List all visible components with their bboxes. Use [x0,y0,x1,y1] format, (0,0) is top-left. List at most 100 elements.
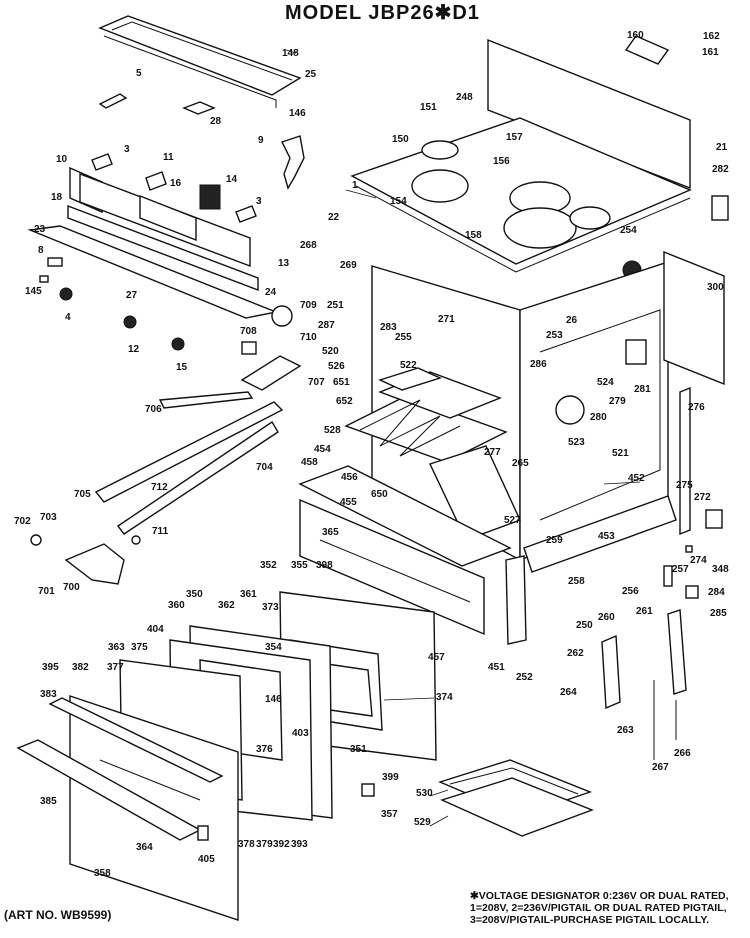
part-number-282: 282 [712,164,729,175]
part-number-522: 522 [400,360,417,371]
part-number-705: 705 [74,489,91,500]
part-number-404: 404 [147,624,164,635]
part-number-700: 700 [63,582,80,593]
part-number-455: 455 [340,497,357,508]
part-number-28: 28 [210,116,222,127]
part-number-24: 24 [265,287,277,298]
part-number-361: 361 [240,589,257,600]
part-number-452: 452 [628,473,645,484]
part-number-280: 280 [590,412,607,423]
part-number-154: 154 [390,196,407,207]
outer-oven-door [16,695,239,921]
part-number-529: 529 [414,817,431,828]
voltage-note-line: 3=208V/PIGTAIL-PURCHASE PIGTAIL LOCALLY. [470,914,710,926]
part-number-704: 704 [256,462,273,473]
oven-door-frame [298,465,527,645]
part-number-383: 383 [40,689,57,700]
part-number-3: 3 [256,196,262,207]
part-number-392: 392 [273,839,290,850]
part-number-360: 360 [168,600,185,611]
part-number-1: 1 [352,180,358,191]
part-number-23: 23 [34,224,46,235]
part-number-250: 250 [576,620,593,631]
part-number-161: 161 [702,47,719,58]
part-number-405: 405 [198,854,215,865]
part-number-274: 274 [690,555,707,566]
part-number-15: 15 [176,362,188,373]
part-number-158: 158 [465,230,482,241]
part-number-702: 702 [14,516,31,527]
door-hinges [601,565,699,760]
part-number-453: 453 [598,531,615,542]
part-number-703: 703 [40,512,57,523]
part-number-351: 351 [350,744,367,755]
part-number-651: 651 [333,377,350,388]
part-number-251: 251 [327,300,344,311]
page-title: MODEL JBP26✱D1 [285,2,480,24]
control-panel-parts [27,153,279,319]
part-number-395: 395 [42,662,59,673]
part-number-259: 259 [546,535,563,546]
cooktop-assembly [350,35,729,280]
leader-lines [285,49,641,827]
part-number-13: 13 [278,258,290,269]
top-trim-bar [98,15,302,108]
part-number-11: 11 [163,152,174,163]
part-number-266: 266 [674,748,691,759]
part-number-281: 281 [634,384,651,395]
part-number-363: 363 [108,642,125,653]
part-number-393: 393 [291,839,308,850]
part-number-527: 527 [504,515,521,526]
part-number-25: 25 [305,69,317,80]
part-number-285: 285 [710,608,727,619]
part-number-145: 145 [25,286,42,297]
part-number-379: 379 [256,839,273,850]
part-number-10: 10 [56,154,68,165]
part-number-398: 398 [316,560,333,571]
part-number-26: 26 [566,315,578,326]
part-number-16: 16 [170,178,182,189]
door-lock-mechanism [30,305,302,585]
part-number-712: 712 [151,482,168,493]
part-number-5: 5 [136,68,142,79]
part-number-355: 355 [291,560,308,571]
part-number-708: 708 [240,326,257,337]
part-number-357: 357 [381,809,398,820]
part-number-265: 265 [512,458,529,469]
part-number-706: 706 [145,404,162,415]
part-number-271: 271 [438,314,455,325]
broiler-pan [361,759,594,837]
part-number-151: 151 [420,102,437,113]
oven-side-parts [679,386,723,553]
part-number-21: 21 [716,142,728,153]
part-number-373: 373 [262,602,279,613]
part-number-523: 523 [568,437,585,448]
part-number-283: 283 [380,322,397,333]
part-number-253: 253 [546,330,563,341]
part-number-275: 275 [676,480,693,491]
voltage-note-line: 1=208V, 2=236V/PIGTAIL OR DUAL RATED PIG… [470,902,727,914]
part-number-365: 365 [322,527,339,538]
part-number-256: 256 [622,586,639,597]
part-number-358: 358 [94,868,111,879]
control-knobs [39,257,185,351]
part-number-707: 707 [308,377,325,388]
part-number-530: 530 [416,788,433,799]
part-number-3: 3 [124,144,130,155]
part-number-268: 268 [300,240,317,251]
part-number-146: 146 [265,694,282,705]
part-number-160: 160 [627,30,644,41]
part-number-454: 454 [314,444,331,455]
part-number-27: 27 [126,290,138,301]
part-number-264: 264 [560,687,577,698]
part-number-457: 457 [428,652,445,663]
part-number-248: 248 [456,92,473,103]
part-number-148: 148 [282,48,299,59]
part-number-354: 354 [265,642,282,653]
part-number-382: 382 [72,662,89,673]
small-clips [98,93,216,115]
oven-racks [344,367,521,541]
part-number-528: 528 [324,425,341,436]
